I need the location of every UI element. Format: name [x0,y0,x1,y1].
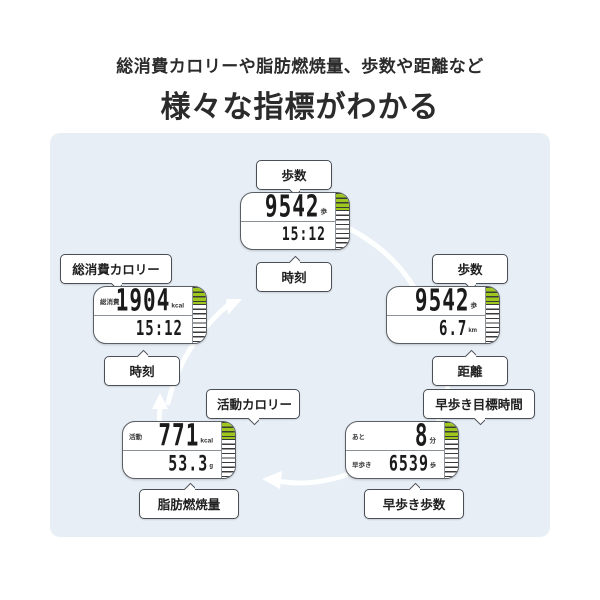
lcd-primary-value-group: 8 分 [415,422,437,450]
lcd-row-secondary: 53.3 g [123,451,221,479]
callout-tail-icon [288,255,300,263]
callout-brisk-target-time: 早歩き目標時間 [423,389,535,419]
lcd-primary-value-group: 1904 kcal [116,287,184,315]
gauge-empty [222,438,235,478]
callout-distance-bottom: 距離 [432,356,508,386]
lcd-primary-unit: kcal [200,437,213,445]
lcd-secondary-value-group: 6.7 km [439,317,477,341]
progress-gauge-icon [335,193,349,249]
headline-subtitle: 総消費カロリーや脂肪燃焼量、歩数や距離など [116,57,484,76]
gauge-fill [336,193,349,210]
lcd-secondary-unit: 歩 [429,463,436,470]
progress-gauge-icon [221,422,235,478]
lcd-prefix-secondary: 早歩き [352,462,372,470]
lcd-row-primary: 総消費 1904 kcal [94,287,192,316]
lcd-row-primary: 活動 771 kcal [123,422,221,451]
lcd-secondary-value-group: 15:12 [281,224,327,247]
lcd-prefix: 活動 [129,433,142,441]
lcd-secondary-value: 6.7 [439,317,468,341]
lcd-row-primary: 9542 歩 [387,287,485,316]
lcd-screen: あと 8 分 早歩き 6539 歩 [346,422,444,478]
callout-tail-icon [247,418,259,426]
device-steps-time[interactable]: 9542 歩 15:12 [240,192,350,250]
progress-gauge-icon [444,422,458,478]
gauge-empty [193,303,206,343]
lcd-row-secondary: 早歩き 6539 歩 [346,451,444,479]
lcd-primary-value: 8 [414,421,429,453]
lcd-primary-unit: 分 [429,437,437,445]
lcd-prefix: あと [352,433,365,441]
lcd-row-primary: 9542 歩 [241,193,335,222]
lcd-screen: 9542 歩 6.7 km [387,287,485,343]
gauge-fill [486,287,499,304]
lcd-primary-value: 9542 [264,192,320,224]
gauge-fill [193,287,206,304]
gauge-empty [445,438,458,478]
callout-tail-icon [408,482,420,490]
progress-gauge-icon [485,287,499,343]
lcd-screen: 活動 771 kcal 53.3 g [123,422,221,478]
callout-steps-top: 歩数 [256,160,332,190]
callout-tail-icon [473,418,485,426]
lcd-primary-value: 1904 [115,286,171,318]
lcd-secondary-value: 15:12 [135,317,183,341]
device-steps-distance[interactable]: 9542 歩 6.7 km [386,286,500,344]
lcd-primary-value-group: 771 kcal [158,422,213,450]
callout-tail-icon [136,349,148,357]
lcd-primary-unit: kcal [171,302,184,310]
gauge-empty [486,303,499,343]
callout-fat-burn: 脂肪燃焼量 [139,489,239,519]
lcd-screen: 総消費 1904 kcal 15:12 [94,287,192,343]
lcd-row-secondary: 15:12 [94,316,192,344]
callout-time-bottom: 時刻 [256,262,332,292]
lcd-secondary-unit: g [209,463,213,470]
lcd-row-primary: あと 8 分 [346,422,444,451]
lcd-secondary-value: 6539 [388,450,429,477]
lcd-primary-unit: 歩 [470,302,478,310]
callout-tail-icon [464,349,476,357]
lcd-secondary-value: 15:12 [281,224,326,247]
callout-total-calories: 総消費カロリー [60,254,172,284]
lcd-row-secondary: 6.7 km [387,316,485,344]
lcd-primary-value-group: 9542 歩 [265,193,328,221]
lcd-row-secondary: 15:12 [241,222,335,250]
gauge-fill [222,422,235,439]
progress-gauge-icon [192,287,206,343]
lcd-secondary-unit: km [468,328,477,335]
lcd-primary-unit: 歩 [320,208,328,216]
lcd-prefix: 総消費 [100,298,120,306]
gauge-fill [445,422,458,439]
gauge-empty [336,209,349,249]
lcd-primary-value: 771 [158,421,200,453]
callout-activity-calories: 活動カロリー [206,389,300,419]
lcd-primary-value: 9542 [414,286,470,318]
lcd-secondary-value: 53.3 [168,450,209,477]
device-total-calories[interactable]: 総消費 1904 kcal 15:12 [93,286,207,344]
lcd-primary-value-group: 9542 歩 [415,287,478,315]
lcd-screen: 9542 歩 15:12 [241,193,335,249]
device-activity-fat[interactable]: 活動 771 kcal 53.3 g [122,421,236,479]
lcd-secondary-value-group: 53.3 g [168,453,213,475]
lcd-secondary-value-group: 6539 歩 [389,453,436,475]
callout-time-left: 時刻 [104,356,180,386]
lcd-secondary-value-group: 15:12 [135,317,184,341]
callout-steps-right: 歩数 [432,254,508,284]
callout-tail-icon [183,482,195,490]
headline-title: 様々な指標がわかる [160,91,440,124]
callout-brisk-steps: 早歩き歩数 [364,489,464,519]
device-brisk-walk[interactable]: あと 8 分 早歩き 6539 歩 [345,421,459,479]
